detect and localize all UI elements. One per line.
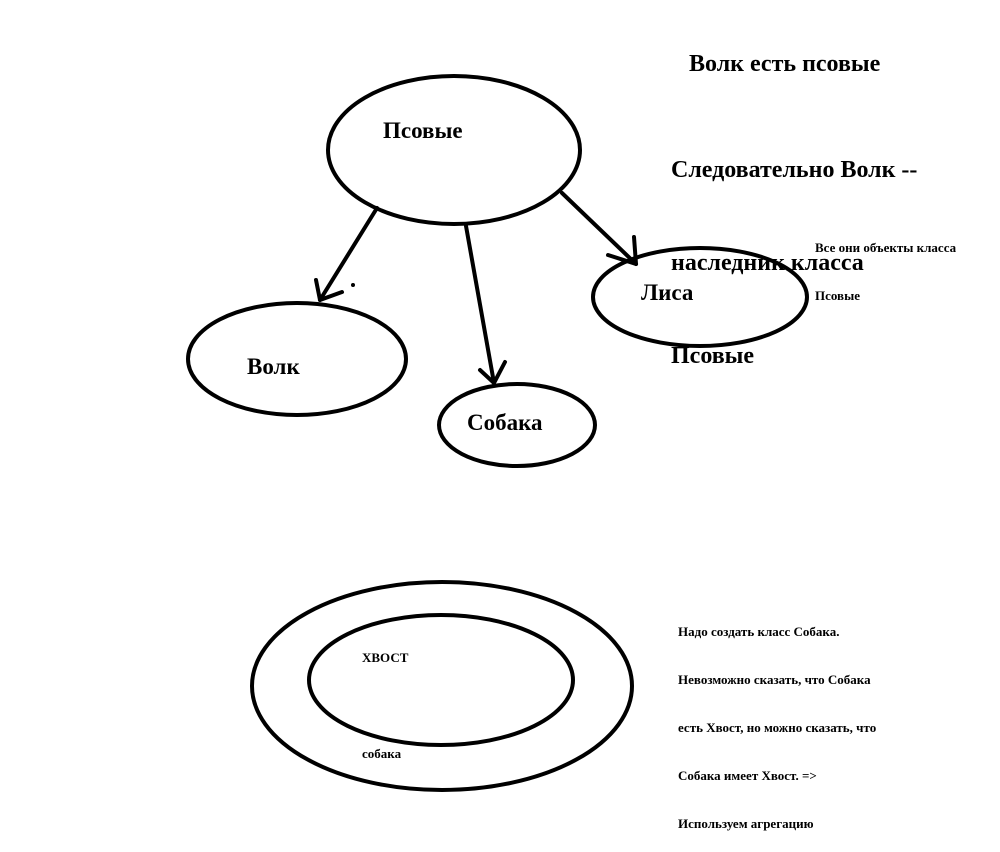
stray-dot [351,283,355,287]
note-all-objects: Все они объекты класса Псовые [815,208,956,320]
node-label-dog: Собака [467,410,543,435]
tail-label: ХВОСТ [362,650,409,665]
dog-aggregate-label: собака [362,746,402,761]
note-aggregation-line: есть Хвост, но можно сказать, что [678,720,877,735]
node-label-canidae: Псовые [383,118,463,143]
note-all-objects-line: Все они объекты класса [815,240,957,255]
canidae-ellipse [326,74,582,226]
note-aggregation: Надо создать класс Собака. Невозможно ск… [678,592,876,848]
note-inheritance-line: наследник класса [671,250,864,276]
note-wolf-is-canid: Волк есть псовые [689,51,881,77]
arrow-canidae-to-fox [560,191,638,266]
note-inheritance-line: Псовые [671,343,755,369]
note-aggregation-line: Используем агрегацию [678,816,814,831]
note-aggregation-line: Невозможно сказать, что Собака [678,672,871,687]
fox-ellipse [591,246,809,348]
arrow-canidae-to-dog [464,224,507,385]
dog-ellipse [437,382,597,468]
note-inheritance-line: Следовательно Волк -- [671,157,918,183]
tail-part-ellipse [307,613,575,747]
node-label-wolf: Волк [247,354,300,379]
note-aggregation-line: Собака имеет Хвост. => [678,768,817,783]
node-label-fox: Лиса [641,280,694,305]
arrow-canidae-to-wolf [314,206,379,302]
note-inheritance: Следовательно Волк -- наследник класса П… [671,93,917,403]
note-all-objects-line: Псовые [815,288,860,303]
note-aggregation-line: Надо создать класс Собака. [678,624,840,639]
wolf-ellipse [186,301,408,417]
dog-aggregate-ellipse [250,580,634,792]
